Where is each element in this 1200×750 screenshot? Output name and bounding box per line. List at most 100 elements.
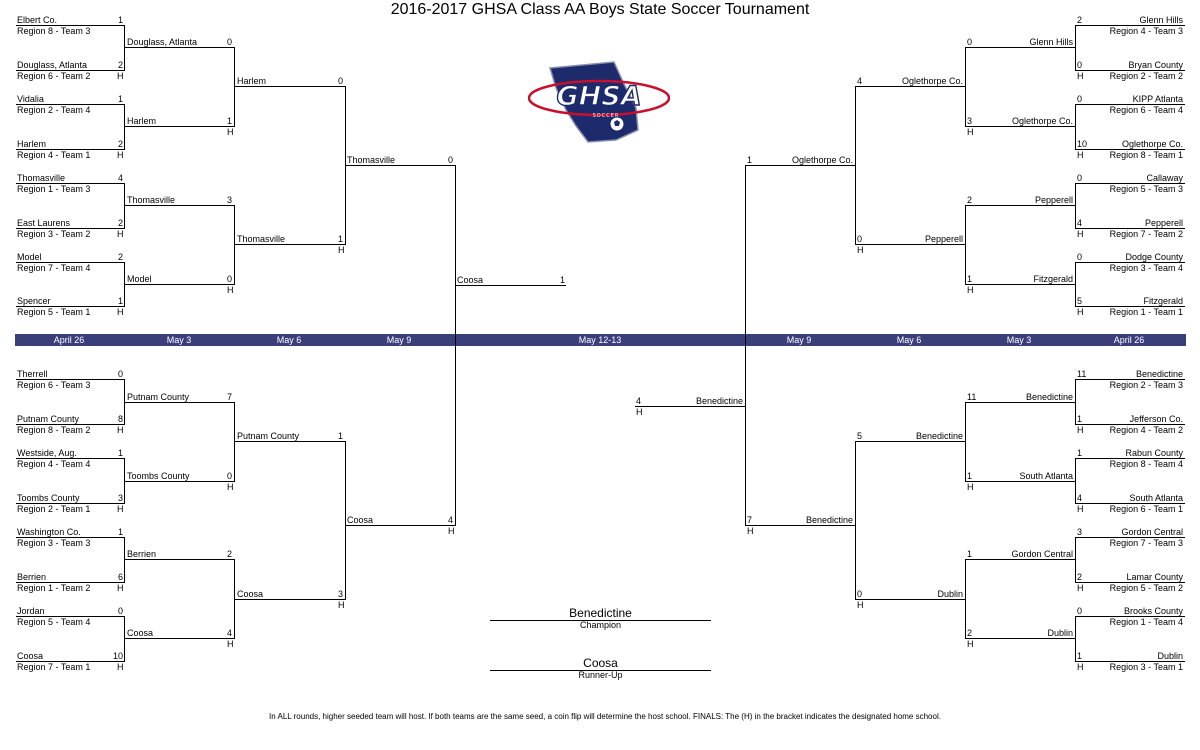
team-line [16,183,124,184]
team-name: Gordon Central [1121,527,1183,537]
team-line [235,599,345,600]
team-score: 2 [1077,15,1083,25]
bracket-connector [234,559,235,639]
team-seed: Region 5 - Team 1 [17,307,91,317]
home-marker: H [1077,229,1084,239]
page-title: 2016-2017 GHSA Class AA Boys State Socce… [390,1,810,18]
home-marker: H [967,127,974,137]
team-name: Oglethorpe Co. [1121,139,1183,149]
home-marker: H [1077,307,1084,317]
team-line [1075,306,1185,307]
team-line [1075,70,1185,71]
team-score: 2 [117,139,123,149]
team-name: Westside, Aug. [17,448,77,458]
team-name: Berrien [17,572,47,582]
team-line [745,165,855,166]
team-line [125,47,234,48]
team-seed: Region 4 - Team 3 [1109,26,1183,36]
team-seed: Region 5 - Team 3 [1109,184,1183,194]
team-seed: Region 1 - Team 1 [1109,307,1183,317]
bracket-connector [124,458,125,504]
team-seed: Region 7 - Team 4 [17,263,91,273]
finalist-name: Benedictine [695,396,743,406]
home-marker: H [117,504,124,514]
team-score: 4 [226,628,232,638]
team-name: Benedictine [805,515,853,525]
team-line [345,165,455,166]
team-line [16,582,124,583]
team-name: Benedictine [915,431,963,441]
team-line [16,616,124,617]
home-marker: H [117,150,124,160]
team-score: 10 [112,651,123,661]
finalist-name: Coosa [457,275,484,285]
team-name: Thomasville [127,195,176,205]
team-score: 1 [337,431,343,441]
team-score: 0 [226,471,232,481]
team-line [1075,537,1185,538]
team-score: 0 [1077,94,1083,104]
team-line [1075,424,1185,425]
team-line [1075,616,1185,617]
team-line [125,402,234,403]
team-name: KIPP Atlanta [1132,94,1183,104]
bracket-connector [745,165,746,526]
team-score: 4 [857,76,863,86]
bracket-connector [234,402,235,482]
team-score: 2 [967,195,973,205]
svg-text:SOCCER: SOCCER [593,113,620,119]
team-seed: Region 6 - Team 2 [17,71,91,81]
team-line [1075,458,1185,459]
team-score: 2 [117,252,123,262]
team-score: 0 [1077,252,1083,262]
team-score: 1 [747,155,753,165]
footnote: In ALL rounds, higher seeded team will h… [269,712,941,721]
team-score: 3 [226,195,232,205]
team-name: Coosa [347,515,374,525]
team-name: Harlem [127,116,157,126]
team-name: Harlem [17,139,47,149]
team-line [965,205,1075,206]
team-seed: Region 8 - Team 4 [1109,459,1183,469]
team-score: 1 [117,94,123,104]
home-marker: H [448,526,455,536]
team-name: Oglethorpe Co. [901,76,963,86]
team-score: 6 [117,572,123,582]
team-name: Washington Co. [17,527,81,537]
team-seed: Region 4 - Team 2 [1109,425,1183,435]
team-seed: Region 3 - Team 2 [17,229,91,239]
team-name: Bryan County [1128,60,1183,70]
team-score: 1 [1077,651,1083,661]
team-score: 1 [117,15,123,25]
champion-label: Champion [579,620,622,630]
team-name: Dublin [1157,651,1183,661]
team-name: Gordon Central [1011,549,1073,559]
team-line [125,126,234,127]
team-score: 2 [1077,572,1083,582]
home-marker: H [338,600,345,610]
team-name: Harlem [237,76,267,86]
bracket-connector [345,441,346,600]
team-name: Therrell [17,369,48,379]
home-marker: H [967,482,974,492]
bracket-connector [124,616,125,662]
team-name: Thomasville [237,234,286,244]
team-line [16,104,124,105]
team-score: 0 [226,37,232,47]
bracket-connector [855,86,856,245]
team-line [16,379,124,380]
team-score: 5 [857,431,863,441]
team-name: Toombs County [17,493,80,503]
bracket-connector [965,205,966,285]
team-line [1075,661,1185,662]
home-marker: H [747,526,754,536]
round-date: May 9 [786,335,812,345]
team-name: Putnam County [237,431,300,441]
runner-up-name: Coosa [583,656,618,670]
team-line [235,86,345,87]
round-date: May 3 [1006,335,1032,345]
team-name: Dodge County [1125,252,1183,262]
team-name: Elbert Co. [17,15,58,25]
home-marker: H [1077,71,1084,81]
team-line [965,402,1075,403]
